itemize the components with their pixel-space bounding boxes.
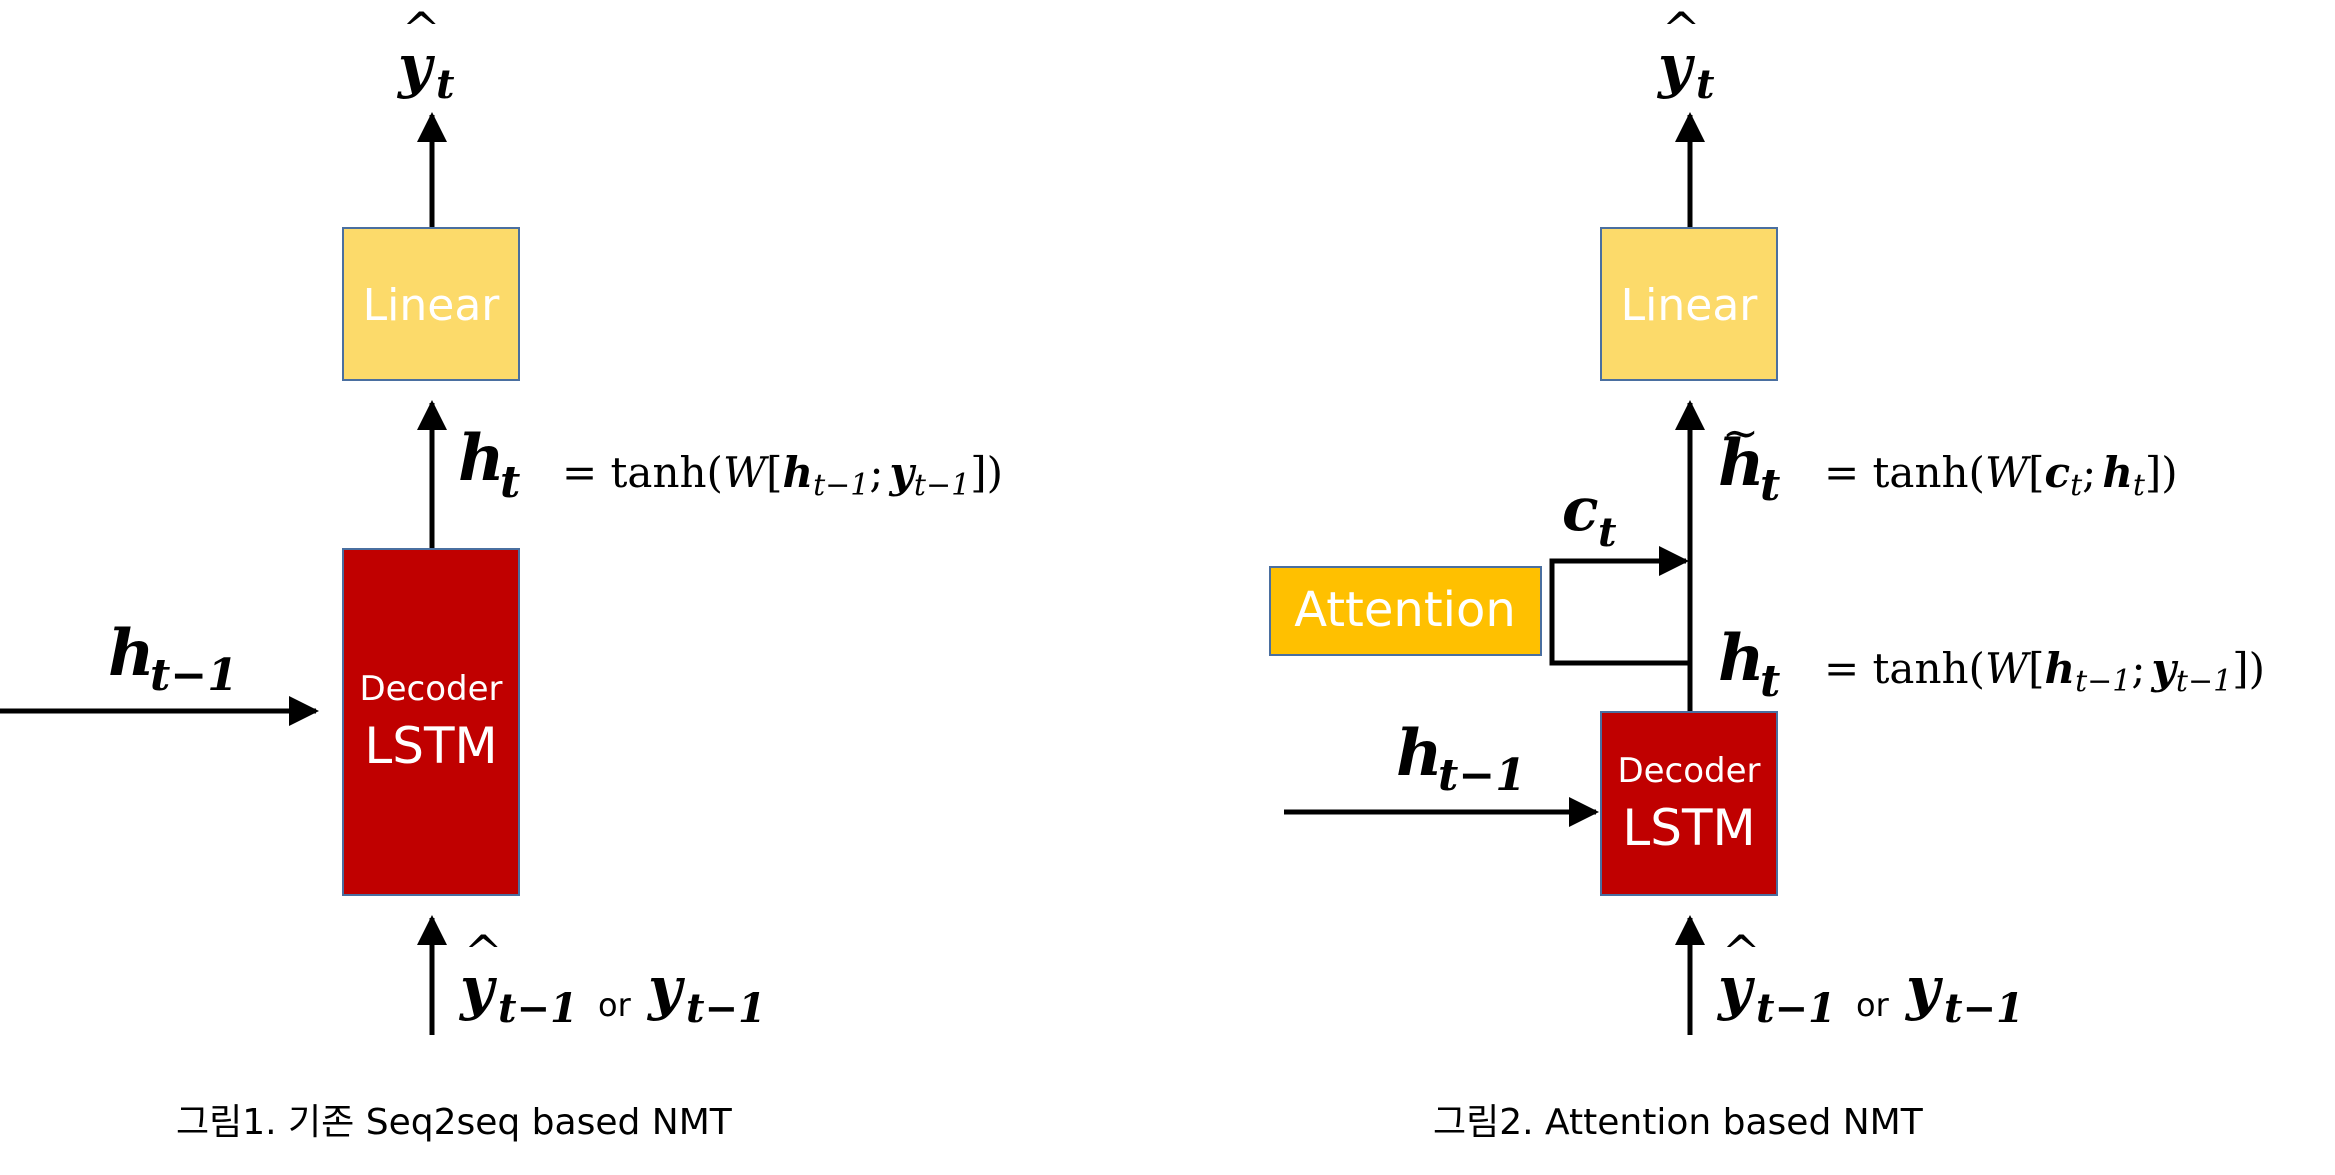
- eq-w: W: [1985, 644, 2032, 693]
- eq-h-sub: t: [2133, 468, 2146, 503]
- fig1-input-hat: ^: [464, 925, 503, 979]
- fig2-output-label: y ^ t: [1656, 2, 1715, 108]
- eq-w: W: [723, 448, 770, 497]
- fig2-hidden-label: h t: [1718, 621, 1780, 707]
- fig2-attn-hidden-tilde: ~: [1722, 408, 1759, 459]
- eq-y: y: [2151, 644, 2179, 693]
- fig1-linear-box: Linear: [342, 227, 520, 381]
- fig2-lstm-rect: [1600, 711, 1778, 896]
- fig2-input-a-sub: t−1: [1756, 985, 1836, 1032]
- fig2-input-label: ^ y t−1 or y t−1: [1716, 925, 2024, 1032]
- eq-c-sub: t: [2070, 468, 2083, 503]
- fig1-input-or: or: [598, 986, 632, 1024]
- eq-prefix: = tanh(: [1824, 644, 1985, 693]
- fig1-prev-hidden-base: h: [108, 616, 155, 691]
- fig2-attn-hidden-label: ~ h t: [1718, 408, 1780, 511]
- fig2-input-b-base: y: [1904, 954, 1944, 1022]
- fig2-attention-rect: [1269, 566, 1542, 656]
- eq-close: ]): [2145, 448, 2178, 497]
- fig1-hidden-label: h t: [458, 421, 520, 508]
- figure-1: y ^ t Linear h t = tanh(W[ht−1;yt−1]) De…: [0, 2, 1003, 1143]
- fig2-attention-label: Attention: [1294, 582, 1516, 638]
- fig2-attention-connector: [1549, 546, 1690, 666]
- fig2-input-hat: ^: [1722, 925, 1761, 979]
- fig1-lstm-box: Decoder LSTM: [342, 548, 520, 896]
- fig2-lstm-label-bottom: LSTM: [1622, 799, 1755, 857]
- fig2-prev-hidden-sub: t−1: [1438, 750, 1526, 801]
- fig2-context-sub: t: [1598, 509, 1617, 556]
- eq-c: c: [2045, 448, 2071, 497]
- fig1-caption: 그림1. 기존 Seq2seq based NMT: [176, 1102, 733, 1143]
- eq-sep: ;: [2131, 644, 2145, 693]
- eq-h: h: [2102, 448, 2133, 497]
- eq-close: ]): [2232, 644, 2265, 693]
- fig2-output-base: y: [1656, 32, 1696, 100]
- fig1-input-b-sub: t−1: [686, 985, 766, 1032]
- eq-open: [: [2028, 448, 2044, 497]
- fig1-input-b-base: y: [646, 954, 686, 1022]
- fig1-input-a-sub: t−1: [498, 985, 578, 1032]
- fig2-lstm-box: Decoder LSTM: [1600, 711, 1778, 896]
- eq-h: h: [2045, 644, 2076, 693]
- eq-prefix: = tanh(: [562, 448, 723, 497]
- fig2-input-or: or: [1856, 986, 1890, 1024]
- eq-y: y: [889, 448, 917, 497]
- fig2-lstm-label-top: Decoder: [1617, 751, 1760, 791]
- fig1-output-sub: t: [436, 61, 455, 108]
- eq-prefix: = tanh(: [1824, 448, 1985, 497]
- fig1-prev-hidden-sub: t−1: [150, 650, 238, 701]
- fig2-context-label: c t: [1562, 475, 1617, 556]
- eq-sep: ;: [2082, 448, 2096, 497]
- fig2-attn-hidden-sub: t: [1760, 460, 1780, 511]
- fig1-output-label: y ^ t: [396, 2, 455, 108]
- fig1-output-base: y: [396, 32, 436, 100]
- eq-sep: ;: [869, 448, 883, 497]
- fig1-lstm-label-bottom: LSTM: [364, 717, 497, 775]
- fig1-linear-rect: [342, 227, 520, 381]
- fig2-hidden-base: h: [1718, 621, 1765, 696]
- eq-open: [: [766, 448, 782, 497]
- eq-h-sub: t−1: [813, 468, 869, 503]
- fig2-output-sub: t: [1696, 61, 1715, 108]
- fig2-attention-box: Attention: [1269, 566, 1542, 656]
- fig1-input-label: ^ y t−1 or y t−1: [458, 925, 766, 1032]
- eq-h: h: [783, 448, 814, 497]
- fig1-prev-hidden-label: h t−1: [108, 616, 238, 701]
- fig2-output-hat: ^: [1662, 2, 1701, 56]
- fig1-hidden-equation: = tanh(W[ht−1;yt−1]): [562, 448, 1003, 503]
- eq-open: [: [2028, 644, 2044, 693]
- fig2-input-b-sub: t−1: [1944, 985, 2024, 1032]
- eq-close: ]): [970, 448, 1003, 497]
- fig2-prev-hidden-label: h t−1: [1396, 716, 1526, 801]
- figure-2: y ^ t Linear ~ h t = tanh(W[ct;ht]) c t …: [1269, 2, 2265, 1143]
- fig1-hidden-sub: t: [500, 457, 520, 508]
- fig2-linear-label: Linear: [1621, 280, 1759, 331]
- eq-h-sub: t−1: [2075, 664, 2131, 699]
- fig1-hidden-base: h: [458, 421, 505, 496]
- fig1-output-hat: ^: [402, 2, 441, 56]
- fig2-attn-hidden-equation: = tanh(W[ct;ht]): [1824, 448, 2178, 503]
- fig1-lstm-label-top: Decoder: [359, 669, 502, 709]
- eq-y-sub: t−1: [914, 468, 970, 503]
- fig2-hidden-equation: = tanh(W[ht−1;yt−1]): [1824, 644, 2265, 699]
- fig2-attn-hidden-base: h: [1718, 426, 1765, 501]
- fig2-input-a-base: y: [1716, 954, 1756, 1022]
- fig2-caption: 그림2. Attention based NMT: [1433, 1102, 1924, 1143]
- fig2-linear-box: Linear: [1600, 227, 1778, 381]
- fig1-lstm-rect: [342, 548, 520, 896]
- fig1-input-a-base: y: [458, 954, 498, 1022]
- fig2-linear-rect: [1600, 227, 1778, 381]
- fig2-context-base: c: [1562, 475, 1599, 545]
- fig2-prev-hidden-base: h: [1396, 716, 1443, 791]
- eq-w: W: [1985, 448, 2032, 497]
- fig1-linear-label: Linear: [363, 280, 501, 331]
- fig2-hidden-sub: t: [1760, 656, 1780, 707]
- eq-y-sub: t−1: [2176, 664, 2232, 699]
